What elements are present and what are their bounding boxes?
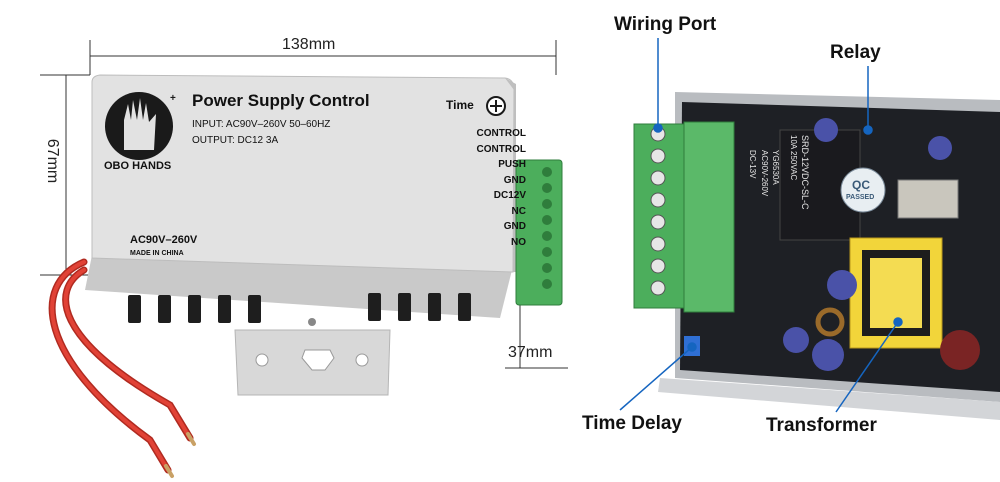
device-title: Power Supply Control xyxy=(192,91,370,110)
capacitors xyxy=(783,118,980,371)
terminal-label-control-2: CONTROL xyxy=(476,143,526,155)
terminal-label-gnd-2: GND xyxy=(503,221,526,232)
callout-wiring-port: Wiring Port xyxy=(614,14,717,35)
passed-sticker-text: PASSED xyxy=(846,194,875,201)
callout-transformer: Transformer xyxy=(766,415,877,436)
terminal-label-nc: NC xyxy=(511,205,526,217)
board-terminal-block xyxy=(633,121,735,313)
output-rating: OUTPUT: DC12 3A xyxy=(192,135,279,146)
device-illustration: + xyxy=(40,40,568,478)
board-illustration xyxy=(619,38,1000,420)
callout-time-delay: Time Delay xyxy=(582,413,682,434)
terminal-label-push: PUSH xyxy=(498,159,526,170)
made-in-label: MADE IN CHINA xyxy=(130,250,184,257)
svg-text:+: + xyxy=(170,93,176,104)
model-marking: YG6530A xyxy=(771,150,780,185)
ac-rating: AC90V–260V xyxy=(130,234,198,246)
relay-component xyxy=(779,129,886,241)
terminal-label-dc12v: DC12V xyxy=(493,190,526,201)
width-dimension-label: 138mm xyxy=(282,36,336,53)
time-label: Time xyxy=(446,98,474,112)
vent-slots xyxy=(128,293,471,323)
relay-rating-marking: 10A 250VAC xyxy=(789,135,798,181)
transformer-component xyxy=(849,237,943,349)
fuse-component xyxy=(897,179,959,219)
dimension-width-line xyxy=(89,40,557,75)
terminal-label-control-1: CONTROL xyxy=(476,128,526,139)
callout-lines xyxy=(619,38,903,413)
terminal-label-no: NO xyxy=(511,236,526,248)
depth-dimension-label: 37mm xyxy=(508,344,553,361)
mounting-tab xyxy=(234,318,391,396)
qc-sticker-text: QC xyxy=(852,178,870,192)
red-wires xyxy=(48,258,196,478)
terminal-label-list: CONTROL CONTROL PUSH GND DC12V NC GND NO xyxy=(446,126,526,250)
brand-label: OBO HANDS xyxy=(104,160,172,172)
height-dimension-label: 67mm xyxy=(44,138,61,184)
callout-relay: Relay xyxy=(830,42,881,63)
time-dial-icon xyxy=(486,96,506,116)
inductor-coil xyxy=(815,307,845,337)
dimension-depth-line xyxy=(505,305,568,369)
terminal-label-gnd-1: GND xyxy=(503,174,526,186)
dc-marking: DC-13V xyxy=(748,150,757,179)
hand-logo-icon: + xyxy=(105,92,176,160)
relay-marking: SRD-12VDC-SL-C xyxy=(800,135,810,210)
input-rating: INPUT: AC90V–260V 50–60HZ xyxy=(192,119,331,130)
voltage-marking: AC90V-260V xyxy=(760,150,769,197)
device-terminal-block xyxy=(515,159,563,306)
